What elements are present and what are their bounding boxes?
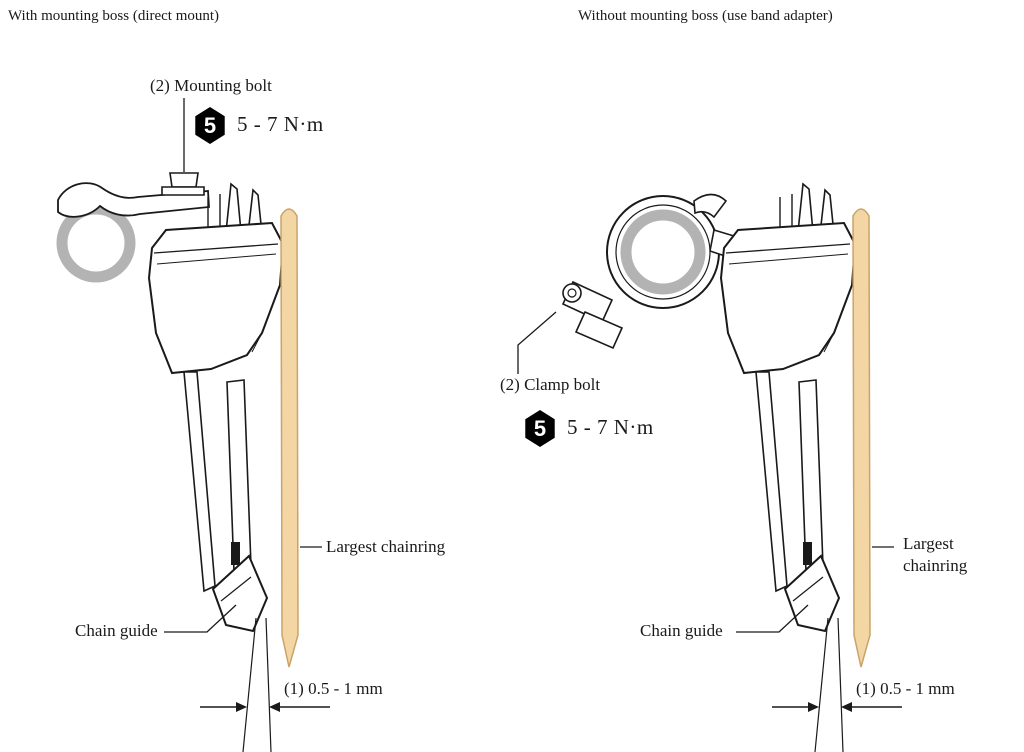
torque-value: 5 - 7 N·m xyxy=(237,112,324,136)
clamp-bolt-lug xyxy=(574,310,624,350)
clamp-bolt-socket xyxy=(567,288,577,298)
left-diagram-title: With mounting boss (direct mount) xyxy=(8,8,220,24)
chain-guide-label: Chain guide xyxy=(75,621,158,640)
clearance-label: (1) 0.5 - 1 mm xyxy=(856,679,955,698)
largest-chainring-label: Largest chainring xyxy=(326,537,446,556)
clearance-label: (1) 0.5 - 1 mm xyxy=(284,679,383,698)
chain-guide-label: Chain guide xyxy=(640,621,723,640)
clamp-bolt-label: (2) Clamp bolt xyxy=(500,375,601,394)
torque-badge-number: 5 xyxy=(533,415,547,441)
left-mount-art xyxy=(56,98,210,283)
torque-badge-number: 5 xyxy=(203,112,217,138)
left-derailleur xyxy=(148,183,331,752)
mounting-bolt-label: (2) Mounting bolt xyxy=(150,76,272,95)
right-derailleur xyxy=(720,183,903,752)
right-diagram-title: Without mounting boss (use band adapter) xyxy=(578,8,833,24)
mounting-bolt-flange xyxy=(161,186,205,196)
clamp-bolt-leader-line xyxy=(517,311,557,374)
right-clamp-art xyxy=(517,193,735,374)
largest-chainring-label-line1: Largest xyxy=(903,534,954,553)
mounting-boss-ring xyxy=(56,203,136,283)
mount-arm xyxy=(57,182,210,218)
clamp-hinge-tab xyxy=(693,193,728,219)
seat-tube-ring xyxy=(620,209,706,295)
clamp-bolt-head xyxy=(562,283,582,303)
torque-value: 5 - 7 N·m xyxy=(567,415,654,439)
mounting-bolt xyxy=(169,172,199,188)
largest-chainring-label-line2: chainring xyxy=(903,556,968,575)
